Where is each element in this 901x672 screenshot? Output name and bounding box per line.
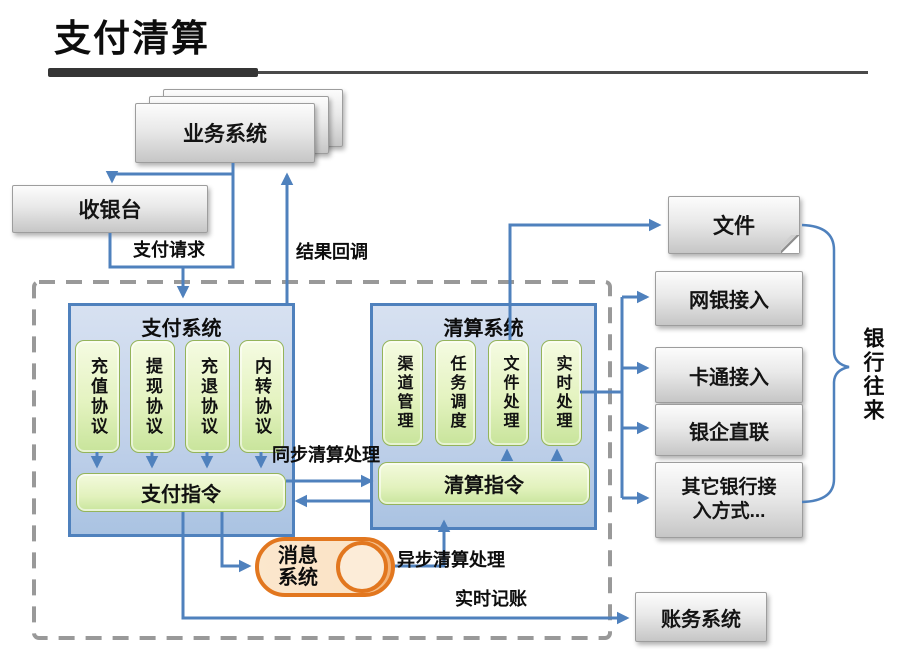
pay-instruction-node: 支付指令: [76, 473, 286, 512]
file-label: 文件: [713, 215, 755, 238]
channel-card-label: 卡通接入: [689, 366, 769, 389]
title-underline-accent: [48, 68, 258, 77]
protocol-refund-label: 充退协议: [198, 356, 217, 437]
pay-system-title: 支付系统: [141, 318, 222, 340]
page-title: 支付清算: [54, 18, 210, 59]
pay-instruction-label: 支付指令: [141, 484, 221, 506]
channel-other-label: 其它银行接入方式...: [681, 477, 777, 522]
bank-relation-label: 银行往来: [861, 327, 884, 423]
cashier-label: 收银台: [78, 199, 142, 222]
clear-system-title: 清算系统: [443, 318, 524, 340]
bank-relation-brace: [801, 223, 850, 504]
channel-bank-direct-node: 银企直联: [655, 404, 803, 456]
pay-request-label: 支付请求: [133, 240, 205, 260]
clear-instruction-node: 清算指令: [378, 462, 590, 505]
message-system-cylinder-cap: [336, 541, 388, 593]
title-underline: [48, 71, 868, 74]
channel-netbank-label: 网银接入: [689, 290, 769, 312]
channel-bank-direct-label: 银企直联: [689, 421, 769, 444]
result-callback-label: 结果回调: [296, 242, 368, 262]
business-system-node: 业务系统: [135, 103, 315, 163]
protocol-internal-transfer: 内转协议: [239, 340, 284, 453]
ledger-system-label: 账务系统: [661, 608, 741, 631]
protocol-withdraw: 提现协议: [130, 340, 175, 453]
realtime-accounting-label: 实时记账: [455, 589, 527, 609]
connector-business-to-cashier: [105, 170, 233, 184]
message-system-label: 消息系统: [278, 545, 318, 589]
module-realtime-processing: 实时处理: [541, 340, 582, 446]
protocol-internal-transfer-label: 内转协议: [252, 356, 271, 437]
module-file-processing-label: 文件处理: [500, 355, 518, 431]
module-file-processing: 文件处理: [488, 340, 529, 446]
sync-clearing-label: 同步清算处理: [272, 445, 380, 465]
channel-other-node: 其它银行接入方式...: [655, 462, 803, 538]
protocol-recharge-label: 充值协议: [88, 356, 107, 437]
business-system-label: 业务系统: [183, 123, 267, 146]
cashier-node: 收银台: [12, 185, 208, 233]
module-realtime-processing-label: 实时处理: [553, 355, 571, 431]
async-clearing-label: 异步清算处理: [397, 550, 505, 570]
module-task-scheduler-label: 任务调度: [447, 355, 465, 431]
file-fold-corner-icon: [781, 235, 799, 253]
module-task-scheduler: 任务调度: [435, 340, 476, 446]
module-channel-mgmt-label: 渠道管理: [394, 355, 412, 431]
ledger-system-node: 账务系统: [635, 592, 767, 642]
file-node: 文件: [668, 196, 800, 254]
channel-card-node: 卡通接入: [655, 347, 803, 403]
protocol-recharge: 充值协议: [75, 340, 120, 453]
protocol-refund: 充退协议: [185, 340, 230, 453]
module-channel-mgmt: 渠道管理: [382, 340, 423, 446]
protocol-withdraw-label: 提现协议: [143, 356, 162, 437]
clear-instruction-label: 清算指令: [444, 475, 524, 497]
channel-netbank-node: 网银接入: [655, 271, 803, 326]
